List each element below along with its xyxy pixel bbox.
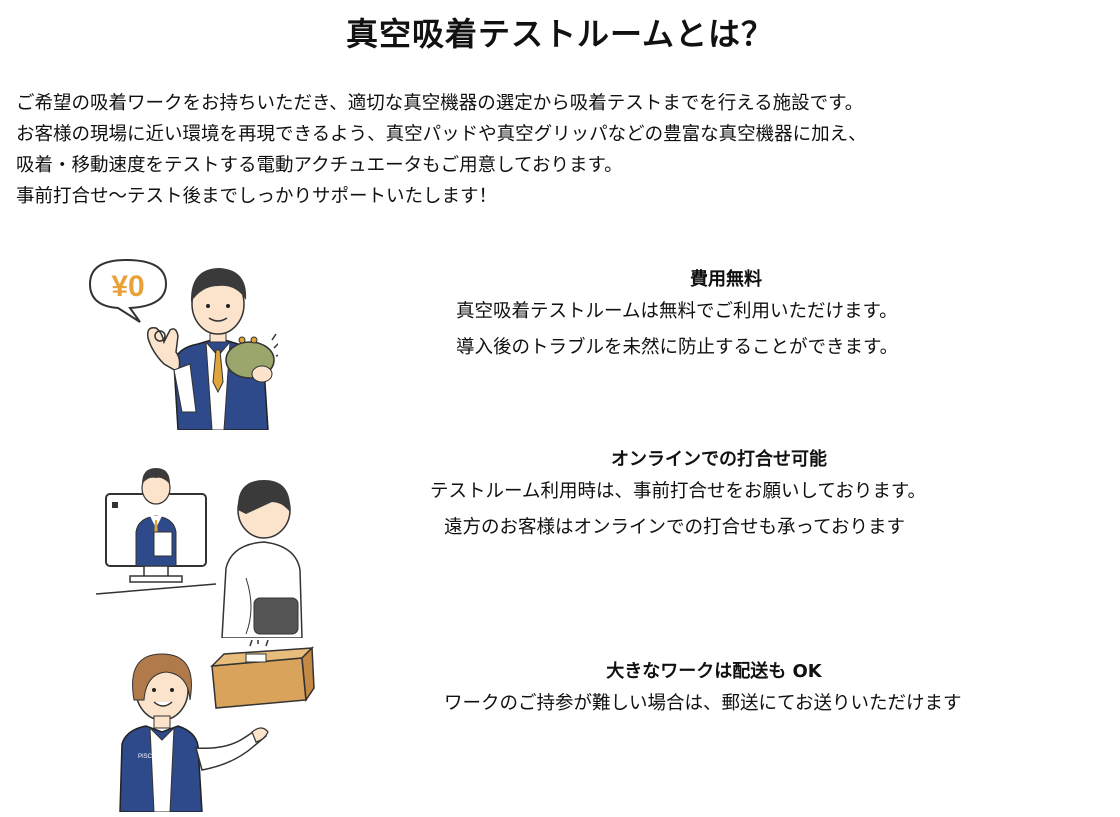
- badge-text: PISCO: [138, 754, 157, 760]
- free-of-charge-illustration: ¥0: [78, 252, 278, 430]
- intro-line: 事前打合せ～テスト後までしっかりサポートいたします！: [16, 186, 498, 207]
- feature-title: オンラインでの打合せ可能: [611, 449, 827, 470]
- feature-delivery: 大きなワークは配送も OK ワークのご持参が難しい場合は、郵送にてお送りいただけ…: [444, 658, 1094, 722]
- feature-title: 大きなワークは配送も OK: [606, 661, 822, 682]
- feature-free: 費用無料 真空吸着テストルームは無料でご利用いただけます。 導入後のトラブルを未…: [456, 266, 996, 366]
- monitor-icon: [105, 468, 207, 583]
- speech-bubble-icon: ¥0: [88, 258, 168, 323]
- intro-line: 吸着・移動速度をテストする電動アクチュエータもご用意しております。: [16, 155, 623, 176]
- feature-line: ワークのご持参が難しい場合は、郵送にてお送りいただけます: [444, 693, 962, 714]
- feature-line: テストルーム利用時は、事前打合せをお願いしております。: [430, 481, 926, 502]
- box-icon: [210, 640, 315, 709]
- feature-online: オンラインでの打合せ可能 テストルーム利用時は、事前打合せをお願いしております。…: [430, 446, 1030, 546]
- intro-line: お客様の現場に近い環境を再現できるよう、真空パッドや真空グリッパなどの豊富な真空…: [16, 124, 867, 145]
- online-meeting-illustration: [96, 458, 306, 638]
- bubble-text: ¥0: [111, 270, 144, 303]
- feature-line: 真空吸着テストルームは無料でご利用いただけます。: [456, 301, 898, 322]
- intro-paragraph: ご希望の吸着ワークをお持ちいただき、適切な真空機器の選定から吸着テストまでを行え…: [16, 88, 1112, 212]
- delivery-box-illustration: PISCO: [116, 640, 316, 812]
- feature-line: 遠方のお客様はオンラインでの打合せも承っております: [444, 517, 906, 538]
- page-title: 真空吸着テストルームとは？: [345, 15, 775, 53]
- intro-line: ご希望の吸着ワークをお持ちいただき、適切な真空機器の選定から吸着テストまでを行え…: [16, 93, 864, 114]
- feature-title: 費用無料: [690, 269, 762, 290]
- feature-line: 導入後のトラブルを未然に防止することができます。: [456, 337, 899, 358]
